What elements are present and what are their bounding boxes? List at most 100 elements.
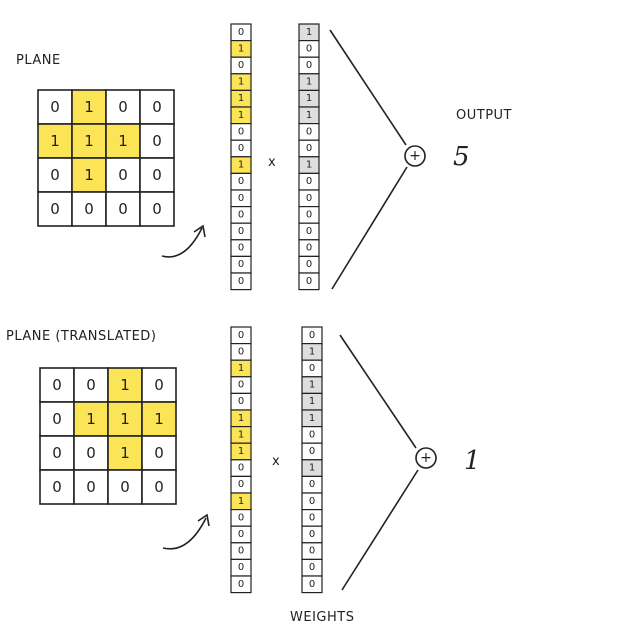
grid-cell-value: 0 [50, 98, 60, 116]
vector-cell: 1 [230, 39, 252, 58]
vector-cell-value: 0 [238, 259, 244, 270]
vector-cell-value: 0 [238, 529, 244, 540]
vector-cell: 1 [230, 409, 252, 428]
grid-cell-value: 0 [154, 376, 164, 394]
vector-cell: 1 [230, 359, 252, 378]
grid-cell-value: 0 [52, 444, 62, 462]
vector-cell: 0 [230, 392, 252, 411]
grid-cell-value: 0 [118, 98, 128, 116]
vector-cell: 0 [301, 359, 323, 378]
grid-cell: 0 [105, 191, 141, 227]
grid-cell: 1 [107, 435, 143, 471]
vector-cell: 0 [230, 206, 252, 224]
output-value-2: 1 [464, 446, 481, 476]
vector-cell: 0 [301, 492, 323, 511]
vector-cell: 0 [298, 122, 320, 141]
vector-cell-value: 1 [306, 27, 312, 38]
grid-cell-value: 1 [120, 410, 130, 428]
vector-cell-value: 0 [238, 143, 244, 154]
vector-cell: 1 [230, 89, 252, 108]
weight-line-bottom [331, 166, 408, 290]
grid-cell: 0 [39, 469, 75, 505]
grid-cell: 1 [107, 367, 143, 403]
grid-cell-value: 1 [84, 166, 94, 184]
vector-cell-value: 1 [309, 463, 315, 474]
vector-cell-value: 0 [309, 579, 315, 590]
grid-cell: 0 [73, 469, 109, 505]
output-value: 5 [453, 142, 470, 172]
vector-cell: 0 [301, 426, 323, 444]
grid-cell: 0 [139, 191, 175, 227]
weight-line-top [329, 29, 407, 146]
grid-cell: 0 [105, 89, 141, 125]
vector-cell-value: 0 [309, 529, 315, 540]
vector-cell-value: 1 [309, 413, 315, 424]
vector-cell: 0 [230, 343, 252, 361]
vector-cell: 1 [230, 156, 252, 175]
grid-cell: 0 [71, 191, 107, 227]
vector-cell-value: 0 [309, 496, 315, 507]
vector-cell: 0 [301, 525, 323, 544]
vector-cell: 0 [301, 558, 323, 577]
vector-cell: 0 [230, 139, 252, 158]
weight-line-top-2 [339, 334, 417, 449]
vector-cell-value: 0 [306, 276, 312, 287]
vector-cell-value: 0 [238, 512, 244, 523]
vector-cell-value: 0 [306, 43, 312, 54]
grid-cell-value: 0 [118, 166, 128, 184]
vector-cell: 0 [298, 222, 320, 241]
vector-cell: 0 [230, 172, 252, 191]
grid-cell-value: 0 [152, 166, 162, 184]
grid-cell: 1 [71, 157, 107, 193]
grid-cell-value: 0 [154, 478, 164, 496]
grid-cell-value: 0 [86, 478, 96, 496]
vector-cell: 0 [230, 255, 252, 274]
grid-cell: 1 [71, 123, 107, 159]
grid-cell-value: 1 [120, 444, 130, 462]
vector-cell-value: 0 [306, 126, 312, 137]
vector-cell-value: 0 [306, 209, 312, 220]
grid-cell: 0 [141, 367, 177, 403]
grid-cell-value: 0 [52, 478, 62, 496]
vector-cell: 0 [230, 525, 252, 544]
vector-cell-value: 1 [309, 380, 315, 391]
vector-cell-value: 0 [238, 243, 244, 254]
sum-symbol: + [409, 148, 421, 164]
vector-cell-value: 0 [238, 396, 244, 407]
grid-cell-value: 1 [86, 410, 96, 428]
grid-cell-value: 0 [118, 200, 128, 218]
grid-cell-value: 0 [152, 200, 162, 218]
grid-cell: 0 [105, 157, 141, 193]
vector-cell: 0 [230, 23, 252, 42]
grid-cell-value: 1 [84, 98, 94, 116]
vector-cell-value: 0 [306, 143, 312, 154]
grid-cell-value: 0 [52, 376, 62, 394]
vector-cell-value: 1 [238, 77, 244, 88]
vector-cell-value: 1 [309, 346, 315, 357]
vector-cell-value: 1 [238, 363, 244, 374]
vector-cell-value: 0 [238, 126, 244, 137]
vector-cell-value: 0 [238, 463, 244, 474]
vector-cell: 1 [301, 409, 323, 428]
vector-cell: 1 [298, 23, 320, 42]
grid-cell-value: 1 [50, 132, 60, 150]
flatten-arrow-head-2 [197, 513, 210, 527]
vector-cell-value: 1 [309, 396, 315, 407]
grid-cell-value: 0 [86, 376, 96, 394]
vector-cell-value: 0 [238, 60, 244, 71]
grid-cell: 0 [141, 435, 177, 471]
vector-cell: 1 [301, 459, 323, 477]
vector-cell: 1 [230, 442, 252, 461]
vector-cell-value: 0 [238, 209, 244, 220]
vector-cell-value: 0 [309, 562, 315, 573]
vector-cell: 0 [301, 575, 323, 594]
vector-cell: 0 [298, 56, 320, 75]
vector-cell-value: 1 [238, 446, 244, 457]
vector-cell-value: 0 [306, 226, 312, 237]
vector-cell-value: 1 [238, 496, 244, 507]
vector-cell-value: 0 [309, 363, 315, 374]
flatten-arrow-head [193, 224, 206, 238]
